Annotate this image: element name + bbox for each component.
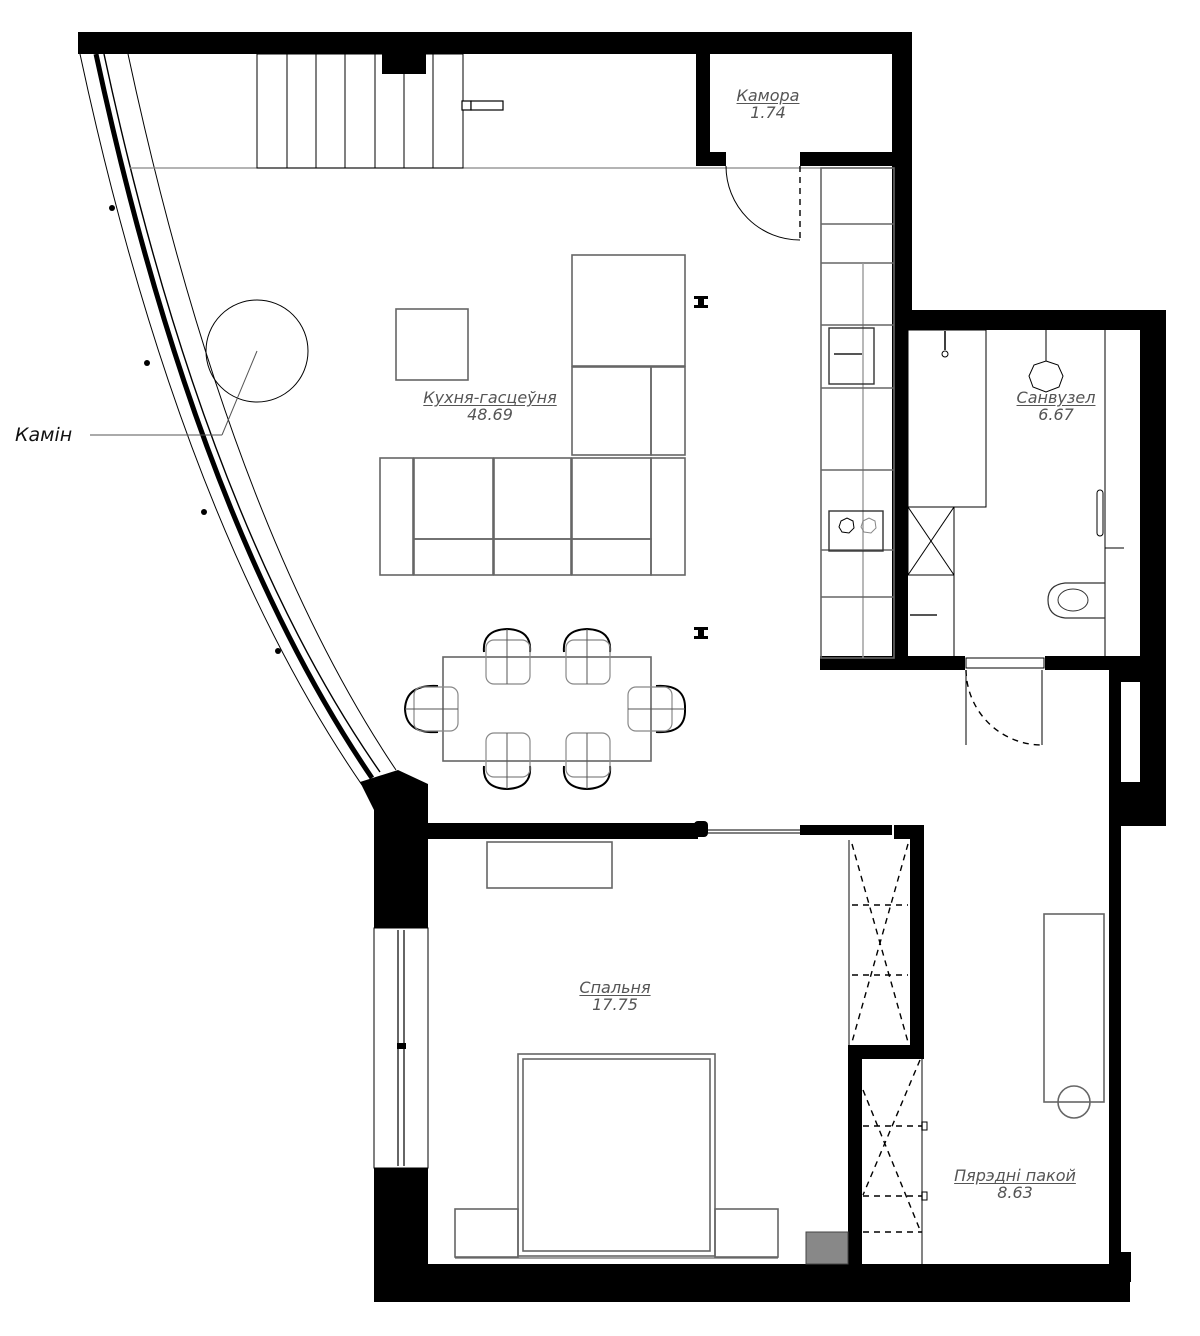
tv-unit (486, 841, 613, 889)
room-area: 48.69 (467, 404, 513, 424)
bedroom-window (373, 927, 429, 1169)
storage-door[interactable] (725, 165, 801, 241)
chair (562, 732, 612, 791)
column-marker-1 (694, 296, 708, 308)
bathroom-fixtures (907, 329, 1124, 656)
washing-machine (907, 506, 955, 576)
towel-rail (1096, 489, 1104, 537)
fireplace (90, 299, 309, 436)
room-name: Спальня (579, 978, 651, 997)
sink (828, 327, 875, 385)
niche (1121, 682, 1140, 782)
nightstand-right (714, 1208, 779, 1258)
room-name: Камора (736, 86, 800, 105)
room-label-storage: Камора 1.74 (720, 86, 816, 122)
bathroom-door-opening (965, 657, 1045, 669)
room-label-bathroom: Санвузел 6.67 (1004, 388, 1108, 424)
kitchen-counter (820, 167, 895, 659)
room-name: Санвузел (1016, 388, 1096, 407)
fireplace-callout: Камін (15, 424, 73, 446)
room-label-hallway: Пярэдні пакой 8.63 (940, 1166, 1090, 1202)
dining-set (403, 627, 687, 791)
chair (627, 684, 687, 734)
room-label-bedroom: Спальня 17.75 (565, 978, 665, 1014)
walls (78, 32, 1166, 1302)
hallway-bench (1043, 913, 1105, 1119)
corner-sofa (379, 254, 686, 576)
wardrobe-lower (862, 1059, 928, 1264)
column-marker-2 (694, 627, 708, 639)
room-area: 17.75 (592, 994, 638, 1014)
chair (482, 627, 532, 685)
room-area: 6.67 (1038, 404, 1074, 424)
toilet (1047, 582, 1105, 619)
chair (482, 732, 532, 791)
nightstand-left (454, 1208, 519, 1258)
hob (828, 510, 884, 552)
room-name: Пярэдні пакой (954, 1166, 1076, 1185)
room-name: Кухня-гасцеўня (423, 388, 557, 407)
bedroom-furniture (454, 841, 849, 1265)
coffee-table (395, 308, 469, 381)
bathroom-door[interactable] (965, 669, 1043, 746)
riser-block (805, 1231, 849, 1265)
chair (403, 684, 459, 734)
curved-window-wall (79, 53, 397, 786)
bed (517, 1053, 716, 1257)
room-area: 1.74 (750, 102, 786, 122)
stairs (130, 53, 892, 169)
chair (562, 627, 612, 685)
wardrobe-upper (848, 840, 909, 1045)
room-label-kitchen-living: Кухня-гасцеўня 48.69 (408, 388, 572, 424)
room-area: 8.63 (997, 1182, 1033, 1202)
